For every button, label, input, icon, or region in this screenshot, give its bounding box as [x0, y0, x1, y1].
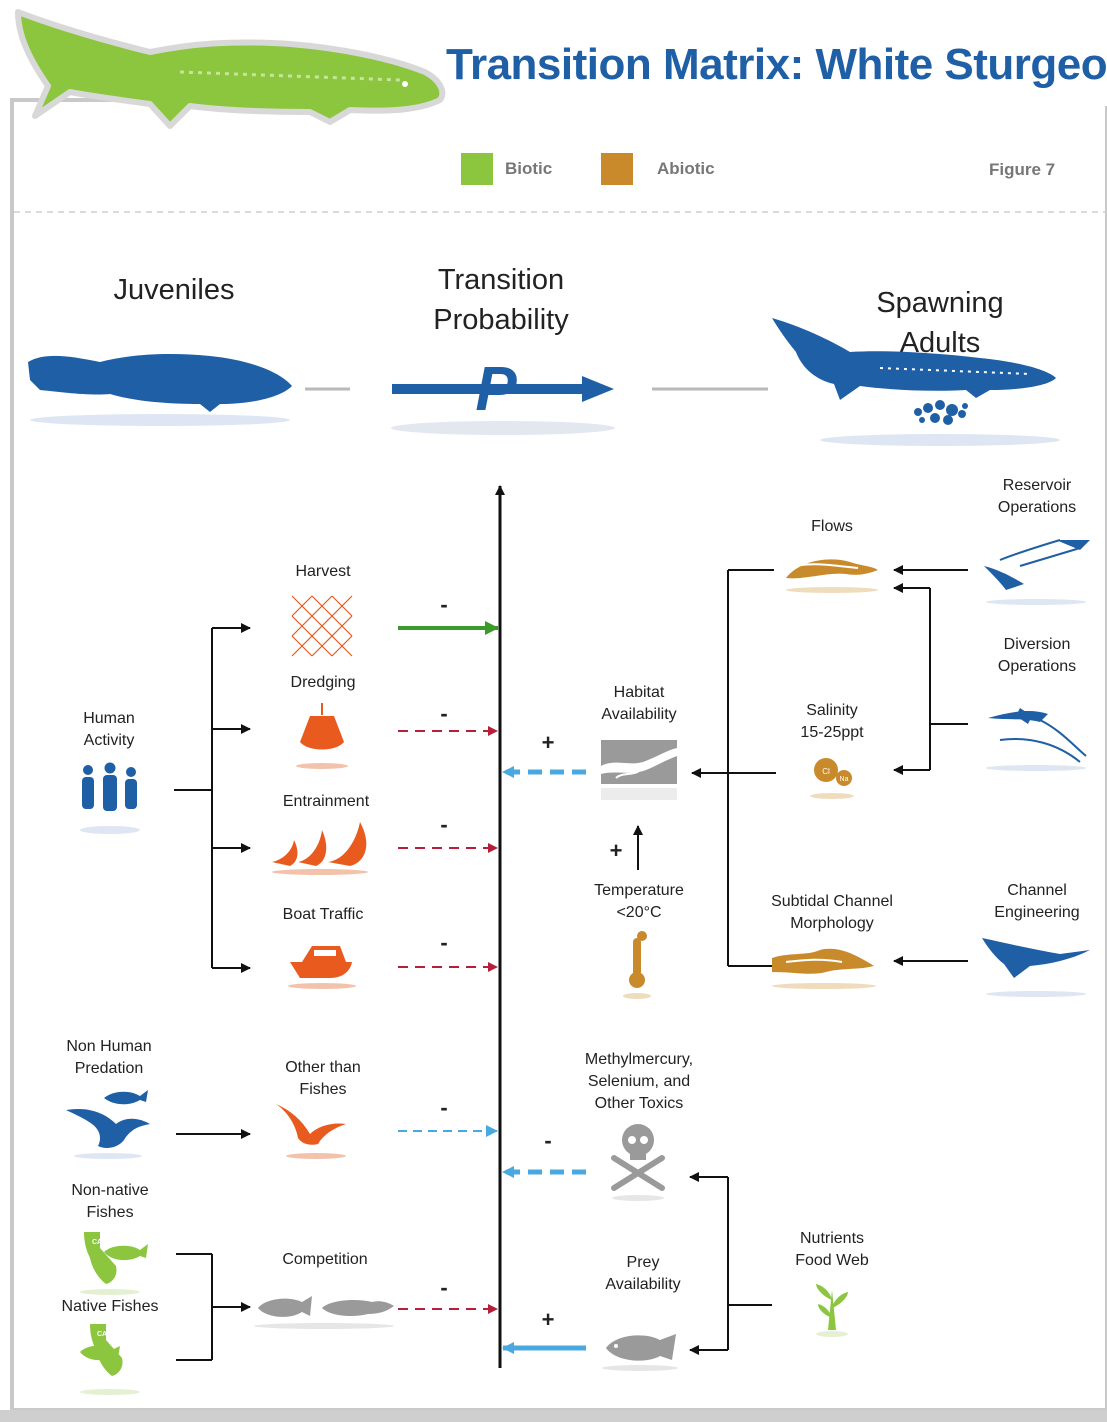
entrainment-sign: -	[440, 812, 448, 837]
salinity-label: Salinity 15-25ppt	[800, 702, 864, 741]
legend-biotic-label: Biotic	[505, 159, 553, 178]
california-native-fish-icon: CA	[80, 1324, 140, 1395]
diversion-icon	[986, 708, 1087, 771]
ca-label-top: CA	[92, 1239, 102, 1246]
legend-abiotic-swatch	[601, 153, 633, 185]
other-than-fishes-label: Other than Fishes	[285, 1059, 361, 1098]
competition-fishes-icon	[254, 1296, 394, 1329]
p-arrow-icon: P	[391, 355, 615, 435]
frame-border	[10, 98, 1107, 1412]
page-title: Transition Matrix: White Sturgeon	[446, 40, 1107, 89]
legend-biotic: Biotic	[461, 153, 552, 185]
california-fish-icon: CA	[80, 1232, 148, 1295]
legend-abiotic-label: Abiotic	[657, 159, 715, 178]
stage-icons-svg: P	[28, 318, 1060, 446]
entrainment-waves-icon	[272, 822, 368, 875]
prey-availability-label: Prey Availability	[605, 1254, 681, 1293]
harvest-sign: -	[440, 592, 448, 617]
temperature-sign: +	[609, 838, 623, 863]
toxics-sign: -	[544, 1128, 552, 1153]
thermometer-icon	[623, 931, 651, 999]
competition-label: Competition	[282, 1251, 368, 1268]
habitat-availability-label: Habitat Availability	[601, 684, 677, 723]
salinity-icon: Cl Na	[810, 758, 854, 799]
reservoir-icon	[984, 539, 1090, 605]
dredge-bucket-icon	[296, 703, 348, 769]
habitat-inputs-bracket	[691, 569, 776, 967]
competition-sign: -	[440, 1275, 448, 1300]
subtidal-channel-label: Subtidal Channel Morphology	[771, 893, 893, 932]
flows-label: Flows	[811, 518, 853, 535]
p-symbol: P	[475, 355, 517, 424]
sturgeon-logo-icon	[15, 9, 446, 129]
juveniles-label: Juveniles	[113, 274, 235, 306]
human-activity-bracket	[174, 623, 251, 973]
temperature-label: Temperature <20°C	[594, 882, 684, 921]
boat-traffic-sign: -	[440, 930, 448, 955]
bird-fish-icon	[66, 1090, 150, 1159]
competition-bracket	[176, 1253, 251, 1361]
boat-icon	[288, 946, 356, 989]
channel-morphology-icon	[772, 948, 876, 989]
skull-crossbones-icon	[611, 1124, 665, 1201]
ca-label-bottom: CA	[97, 1331, 107, 1338]
salinity-cl-label: Cl	[822, 767, 830, 776]
juvenile-sturgeon-icon	[28, 354, 292, 426]
net-icon	[291, 595, 353, 657]
non-native-fishes-label: Non-native Fishes	[71, 1182, 149, 1221]
prey-sign: +	[541, 1307, 555, 1332]
legend-abiotic: Abiotic	[601, 153, 715, 185]
habitat-sign: +	[541, 730, 555, 755]
transition-probability-label: Transition Probability	[433, 264, 569, 336]
prey-fish-icon	[602, 1334, 678, 1371]
nutrients-label: Nutrients Food Web	[795, 1230, 869, 1269]
legend-biotic-swatch	[461, 153, 493, 185]
bottom-bar	[0, 1410, 1107, 1422]
diversion-bracket	[893, 583, 968, 775]
nutrients-bracket	[689, 1172, 772, 1355]
channel-engineering-icon	[982, 938, 1090, 997]
people-icon	[80, 762, 140, 834]
habitat-landscape-icon	[601, 740, 677, 800]
human-activity-label: Human Activity	[83, 710, 135, 749]
figure-label: Figure 7	[989, 160, 1056, 179]
flows-icon	[786, 559, 878, 593]
non-human-predation-label: Non Human Predation	[66, 1038, 152, 1077]
reservoir-operations-label: Reservoir Operations	[997, 477, 1077, 516]
native-fishes-label: Native Fishes	[61, 1298, 159, 1315]
channel-engineering-label: Channel Engineering	[994, 882, 1080, 921]
adult-sturgeon-icon	[772, 318, 1060, 446]
toxics-label: Methylmercury, Selenium, and Other Toxic…	[584, 1051, 694, 1112]
dredging-label: Dredging	[290, 674, 356, 691]
diversion-operations-label: Diversion Operations	[997, 636, 1077, 675]
boat-traffic-label: Boat Traffic	[282, 906, 364, 923]
salinity-na-label: Na	[840, 776, 849, 783]
aquatic-plant-icon	[816, 1284, 848, 1337]
harvest-label: Harvest	[295, 563, 351, 580]
predation-sign: -	[440, 1095, 448, 1120]
seabird-icon	[276, 1104, 346, 1159]
entrainment-label: Entrainment	[282, 793, 370, 810]
dredging-sign: -	[440, 701, 448, 726]
